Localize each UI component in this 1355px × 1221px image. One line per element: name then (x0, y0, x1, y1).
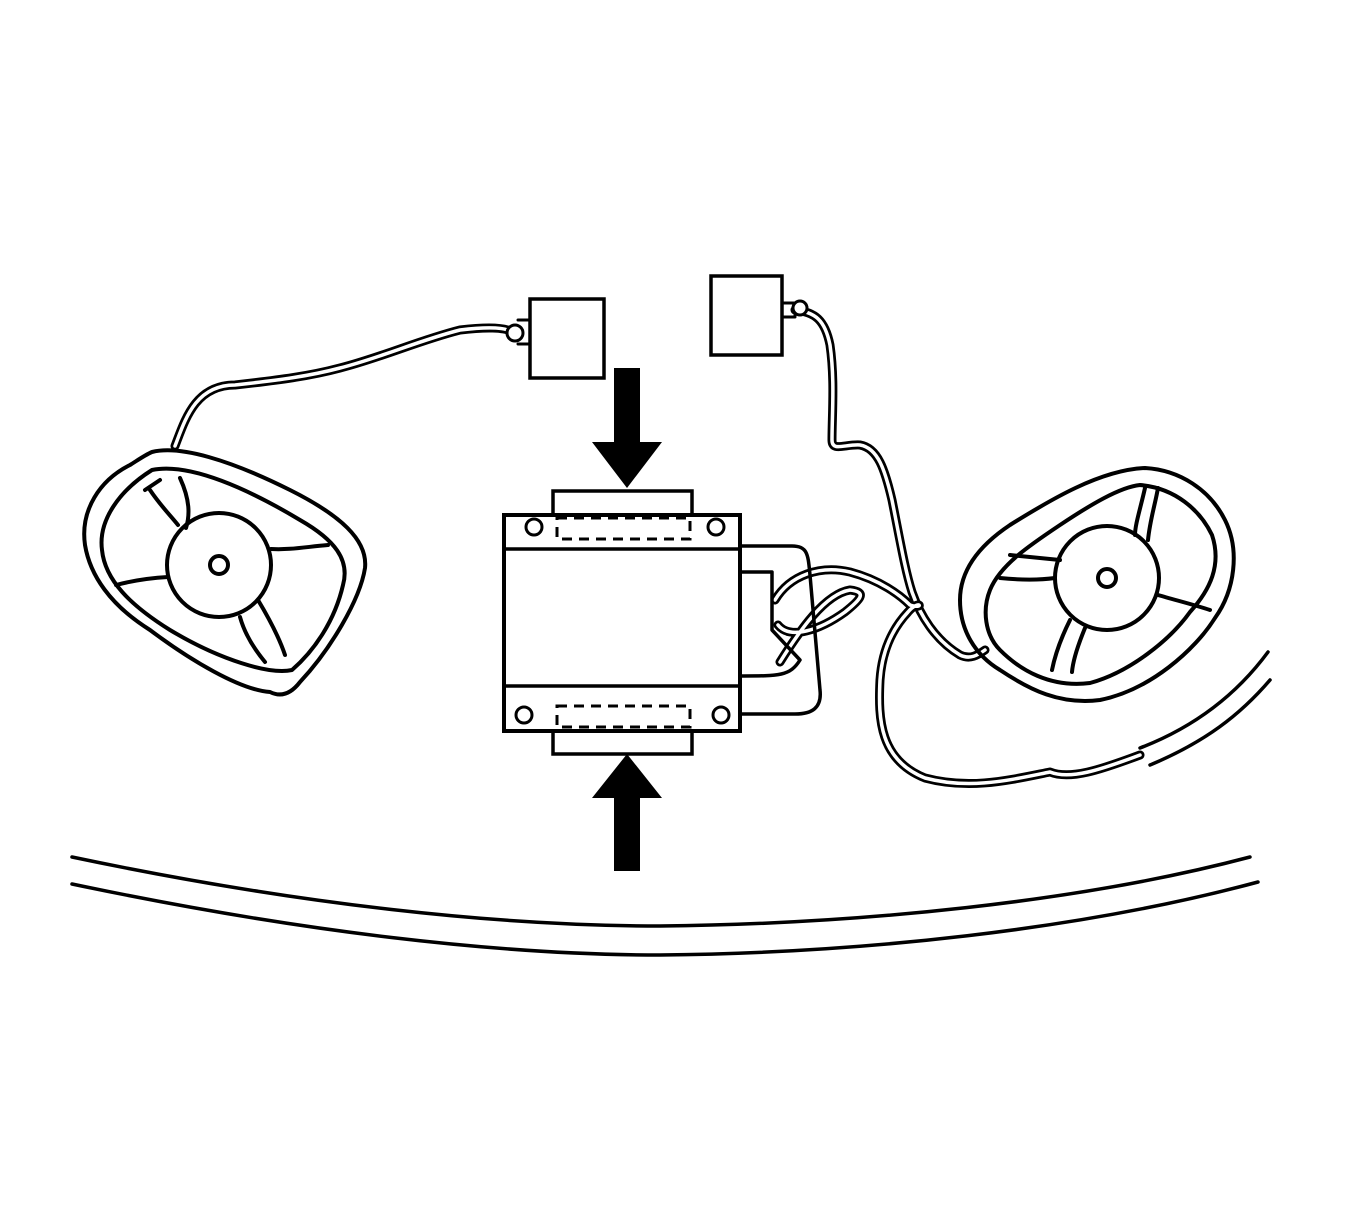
left-speaker-icon (82, 448, 368, 697)
panel-edge (70, 855, 1260, 957)
arrow-up-icon (592, 754, 662, 871)
amplifier-module (502, 489, 742, 756)
right-panel-edge (1138, 650, 1272, 767)
right-speaker-icon (958, 466, 1236, 703)
arrow-down-icon (592, 368, 662, 488)
left-connector (505, 297, 606, 380)
module-bracket (738, 544, 822, 716)
right-wire (790, 305, 990, 662)
left-wire (170, 323, 517, 451)
module-harness (770, 565, 1145, 789)
right-connector (709, 274, 809, 357)
